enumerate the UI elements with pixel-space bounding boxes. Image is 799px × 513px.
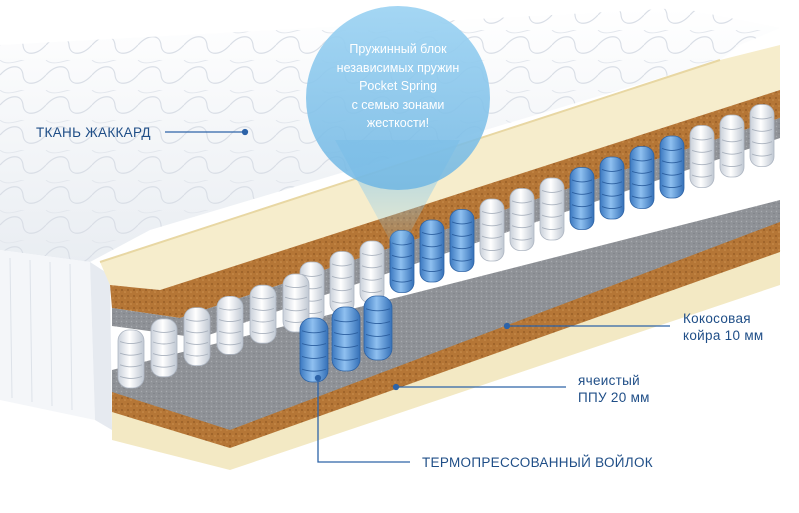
bubble-line-4: с семью зонами [351, 97, 445, 112]
top-coir-layer [110, 90, 780, 318]
spring-white [183, 307, 211, 367]
spring-blue [599, 156, 625, 220]
leader-lines [165, 128, 670, 463]
bottom-felt-layer [112, 200, 780, 430]
spring-white [539, 177, 565, 241]
spring-blue [299, 317, 329, 383]
spring-blue [659, 135, 685, 199]
spring-white [359, 240, 385, 304]
bubble-line-2: независимых пружин [336, 60, 460, 75]
spring-white [689, 125, 715, 188]
spring-white [150, 318, 178, 378]
pocket-spring-block [117, 104, 775, 389]
label-coir: Кокосовая койра 10 мм [683, 311, 764, 343]
spring-white [216, 295, 244, 355]
label-foam: ячеистый ППУ 20 мм [578, 373, 650, 405]
spring-blue [449, 209, 475, 272]
spring-blue [363, 295, 393, 361]
spring-white [509, 188, 535, 251]
spring-blue [331, 306, 361, 372]
label-fabric: ТКАНЬ ЖАККАРД [36, 125, 151, 140]
bubble-line-3: Pocket Spring [359, 79, 437, 93]
side-panel [0, 250, 112, 430]
label-felt: ТЕРМОПРЕССОВАННЫЙ ВОЙЛОК [422, 455, 653, 470]
spring-white [249, 284, 277, 344]
spring-white [117, 329, 145, 389]
spring-white [329, 251, 355, 314]
bubble-text: Пружинный блок независимых пружин Pocket… [316, 40, 480, 133]
callout-bubble [306, 6, 490, 255]
spring-white [749, 104, 775, 167]
leader-felt [317, 378, 410, 463]
spring-blue [419, 219, 445, 283]
bubble-line-5: жесткости! [366, 116, 430, 130]
spring-blue [629, 146, 655, 209]
spring-white [719, 114, 745, 178]
spring-white [479, 198, 505, 262]
bubble-line-1: Пружинный блок [349, 42, 447, 56]
spring-blue [569, 167, 595, 230]
